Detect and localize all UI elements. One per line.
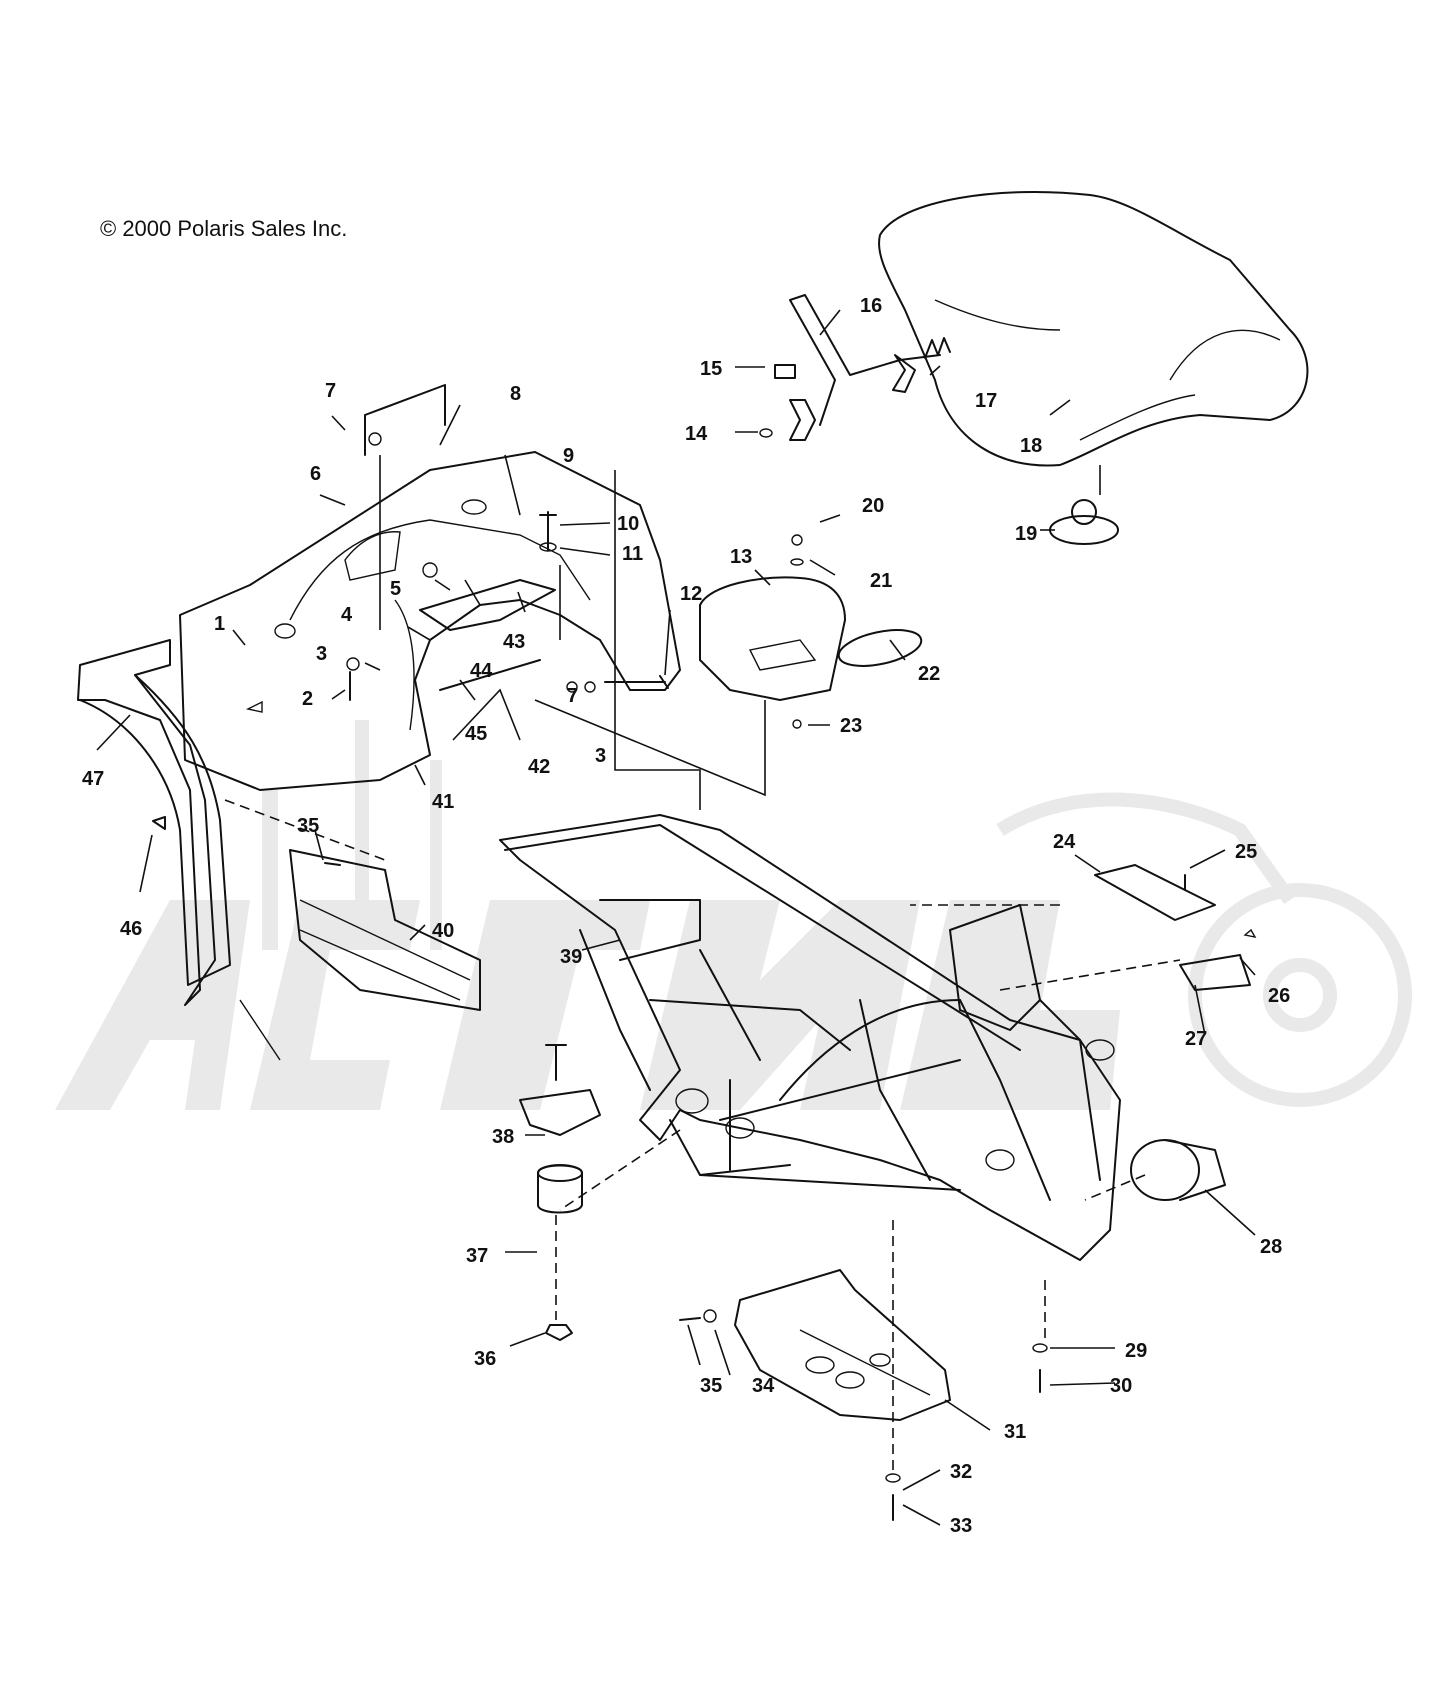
bracket-27 bbox=[1179, 954, 1251, 991]
callout-35: 35 bbox=[297, 815, 319, 837]
callout-6: 6 bbox=[310, 463, 321, 485]
callout-15: 15 bbox=[700, 358, 722, 380]
callout-13: 13 bbox=[730, 546, 752, 568]
mud-flap bbox=[77, 639, 231, 1006]
callout-43: 43 bbox=[503, 631, 525, 653]
callout-24: 24 bbox=[1053, 831, 1076, 853]
rear-brace bbox=[364, 384, 446, 456]
callout-40: 40 bbox=[432, 920, 454, 942]
seat-bumper bbox=[1049, 499, 1119, 545]
callout-23: 23 bbox=[840, 715, 862, 737]
seat bbox=[878, 190, 1309, 467]
callout-27: 27 bbox=[1185, 1028, 1207, 1050]
callout-31: 31 bbox=[1004, 1421, 1026, 1443]
callout-19: 19 bbox=[1015, 523, 1037, 545]
callout-14: 14 bbox=[685, 423, 708, 445]
footwell bbox=[239, 849, 481, 1061]
callout-5: 5 bbox=[390, 578, 401, 600]
hardware bbox=[152, 428, 1257, 1521]
callout-41: 41 bbox=[432, 791, 454, 813]
callout-20: 20 bbox=[862, 495, 884, 517]
callout-47: 47 bbox=[82, 768, 104, 790]
callout-39: 39 bbox=[560, 946, 582, 968]
callout-16: 16 bbox=[860, 295, 882, 317]
callout-10: 10 bbox=[617, 513, 639, 535]
callout-29: 29 bbox=[1125, 1340, 1147, 1362]
tail-light-lens bbox=[837, 629, 923, 667]
callout-11: 11 bbox=[622, 543, 643, 565]
callout-37: 37 bbox=[466, 1245, 488, 1267]
callout-26: 26 bbox=[1268, 985, 1290, 1007]
leader-lines bbox=[96, 309, 1256, 1526]
callout-45: 45 bbox=[465, 723, 487, 745]
watermark-logo bbox=[55, 720, 1412, 1110]
callout-33: 33 bbox=[950, 1515, 972, 1537]
callout-28: 28 bbox=[1260, 1236, 1282, 1258]
main-frame bbox=[499, 814, 1121, 1261]
callout-42: 42 bbox=[528, 756, 550, 778]
callout-35-lower: 35 bbox=[700, 1375, 722, 1397]
callout-7: 7 bbox=[325, 380, 336, 402]
callout-4: 4 bbox=[341, 604, 353, 626]
copyright-notice: © 2000 Polaris Sales Inc. bbox=[100, 216, 348, 241]
callout-30: 30 bbox=[1110, 1375, 1132, 1397]
seat-latch bbox=[774, 294, 941, 441]
callout-3: 3 bbox=[316, 643, 327, 665]
skid-plate bbox=[734, 1269, 951, 1421]
callout-32: 32 bbox=[950, 1461, 972, 1483]
callout-18: 18 bbox=[1020, 435, 1042, 457]
callout-44: 44 bbox=[470, 660, 493, 682]
callout-12: 12 bbox=[680, 583, 702, 605]
callout-1: 1 bbox=[214, 613, 225, 635]
air-filter bbox=[1130, 1139, 1226, 1201]
callout-25: 25 bbox=[1235, 841, 1257, 863]
callout-2: 2 bbox=[302, 688, 313, 710]
callout-38: 38 bbox=[492, 1126, 514, 1148]
callout-21: 21 bbox=[870, 570, 892, 592]
tail-light-housing bbox=[699, 576, 846, 701]
callout-3-lower: 3 bbox=[595, 745, 606, 767]
engine-mount bbox=[519, 1044, 601, 1341]
callout-9: 9 bbox=[563, 445, 574, 467]
fender-support bbox=[419, 579, 556, 691]
callout-17: 17 bbox=[975, 390, 997, 412]
callout-46: 46 bbox=[120, 918, 142, 940]
callout-7-lower: 7 bbox=[567, 685, 578, 707]
washer-11 bbox=[539, 542, 557, 552]
cover-plate bbox=[1094, 864, 1216, 921]
callout-34: 34 bbox=[752, 1375, 775, 1397]
latch-spring bbox=[924, 337, 951, 359]
callout-36: 36 bbox=[474, 1348, 496, 1370]
callout-labels: 1 2 3 4 5 6 7 8 9 10 11 12 13 14 15 16 1… bbox=[82, 295, 1290, 1537]
callout-22: 22 bbox=[918, 663, 940, 685]
rear-fender bbox=[179, 451, 681, 791]
callout-8: 8 bbox=[510, 383, 521, 405]
